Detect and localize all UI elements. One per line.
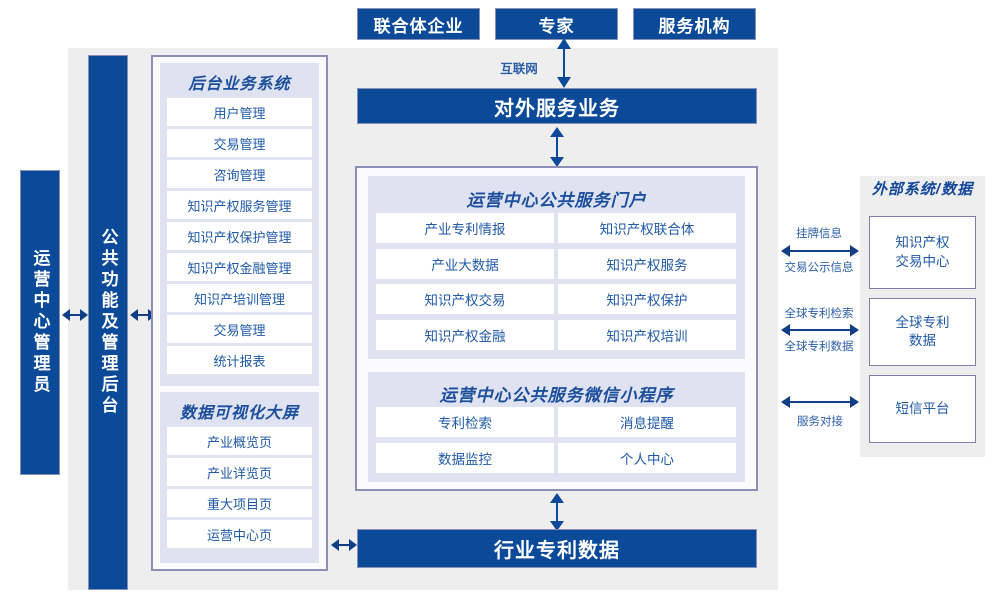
portal-cell[interactable]: 知识产权金融 [376, 319, 554, 350]
arrow-ip-trading-center [781, 245, 859, 257]
miniprogram-cell[interactable]: 专利检索 [376, 407, 554, 437]
list-item[interactable]: 知识产培训管理 [167, 284, 312, 312]
portal-cell[interactable]: 知识产权培训 [558, 319, 736, 350]
backend-title: 后台业务系统 [188, 76, 291, 93]
list-item[interactable]: 交易管理 [167, 129, 312, 157]
miniprogram-cell[interactable]: 个人中心 [558, 443, 736, 473]
external-box-global-patent-data[interactable]: 全球专利 数据 [869, 298, 976, 366]
industry-patent-data-bar[interactable]: 行业专利数据 [357, 529, 757, 568]
rail-common-functions[interactable]: 公共功能及管理后台 [88, 55, 128, 590]
list-item[interactable]: 运营中心页 [167, 520, 312, 548]
external-systems-title: 外部系统/数据 [871, 181, 974, 198]
rail-operations-admin[interactable]: 运营中心管理员 [20, 170, 60, 475]
list-item[interactable]: 统计报表 [167, 346, 312, 374]
top-actor-service-org[interactable]: 服务机构 [633, 8, 756, 40]
list-item[interactable]: 知识产权保护管理 [167, 222, 312, 250]
miniprogram-grid: 专利检索 消息提醒 数据监控 个人中心 [376, 407, 737, 475]
arrow-portal-to-industry-data [550, 493, 564, 531]
list-item[interactable]: 知识产权服务管理 [167, 191, 312, 219]
connector-label-global-patent-data: 全球专利数据 [784, 341, 854, 353]
top-actor-expert[interactable]: 专家 [495, 8, 618, 40]
connector-label-internet: 互联网 [500, 62, 538, 76]
dataviz-title: 数据可视化大屏 [179, 405, 299, 422]
dataviz-item-list: 产业概览页 产业详览页 重大项目页 运营中心页 [167, 427, 312, 557]
external-box-sms-platform[interactable]: 短信平台 [869, 375, 976, 443]
connector-label-listing-info: 挂牌信息 [796, 228, 842, 240]
portal-cell[interactable]: 知识产权保护 [558, 284, 736, 314]
portal-cell[interactable]: 知识产权联合体 [558, 213, 736, 243]
portal-cell[interactable]: 知识产权服务 [558, 248, 736, 279]
portal-cell[interactable]: 产业专利情报 [376, 213, 554, 243]
portal-cell[interactable]: 知识产权交易 [376, 284, 554, 314]
connector-label-trade-publicity: 交易公示信息 [784, 262, 854, 274]
portal-title: 运营中心公共服务门户 [466, 191, 647, 210]
list-item[interactable]: 咨询管理 [167, 160, 312, 188]
external-service-bar[interactable]: 对外服务业务 [357, 88, 757, 124]
list-item[interactable]: 重大项目页 [167, 489, 312, 517]
arrow-internet [557, 38, 571, 88]
arrow-service-to-portal [550, 127, 564, 167]
miniprogram-cell[interactable]: 数据监控 [376, 443, 554, 473]
portal-grid: 产业专利情报 知识产权联合体 产业大数据 知识产权服务 知识产权交易 知识产权保… [376, 213, 737, 351]
backend-item-list: 用户管理 交易管理 咨询管理 知识产权服务管理 知识产权保护管理 知识产权金融管… [167, 98, 312, 380]
connector-label-service-docking: 服务对接 [797, 416, 843, 428]
external-box-ip-trading-center[interactable]: 知识产权 交易中心 [869, 216, 976, 289]
miniprogram-title: 运营中心公共服务微信小程序 [439, 386, 674, 405]
arrow-sms-platform [781, 396, 859, 408]
portal-cell[interactable]: 产业大数据 [376, 248, 554, 279]
top-actor-consortium[interactable]: 联合体企业 [357, 8, 480, 40]
arrow-admin-to-backoffice [62, 309, 88, 321]
list-item[interactable]: 知识产权金融管理 [167, 253, 312, 281]
list-item[interactable]: 用户管理 [167, 98, 312, 126]
arrow-global-patent-data [781, 324, 859, 336]
list-item[interactable]: 产业详览页 [167, 458, 312, 486]
list-item[interactable]: 产业概览页 [167, 427, 312, 455]
list-item[interactable]: 交易管理 [167, 315, 312, 343]
arrow-modules-to-industry-data [331, 539, 357, 551]
connector-label-global-patent-search: 全球专利检索 [784, 308, 854, 320]
miniprogram-cell[interactable]: 消息提醒 [558, 407, 736, 437]
